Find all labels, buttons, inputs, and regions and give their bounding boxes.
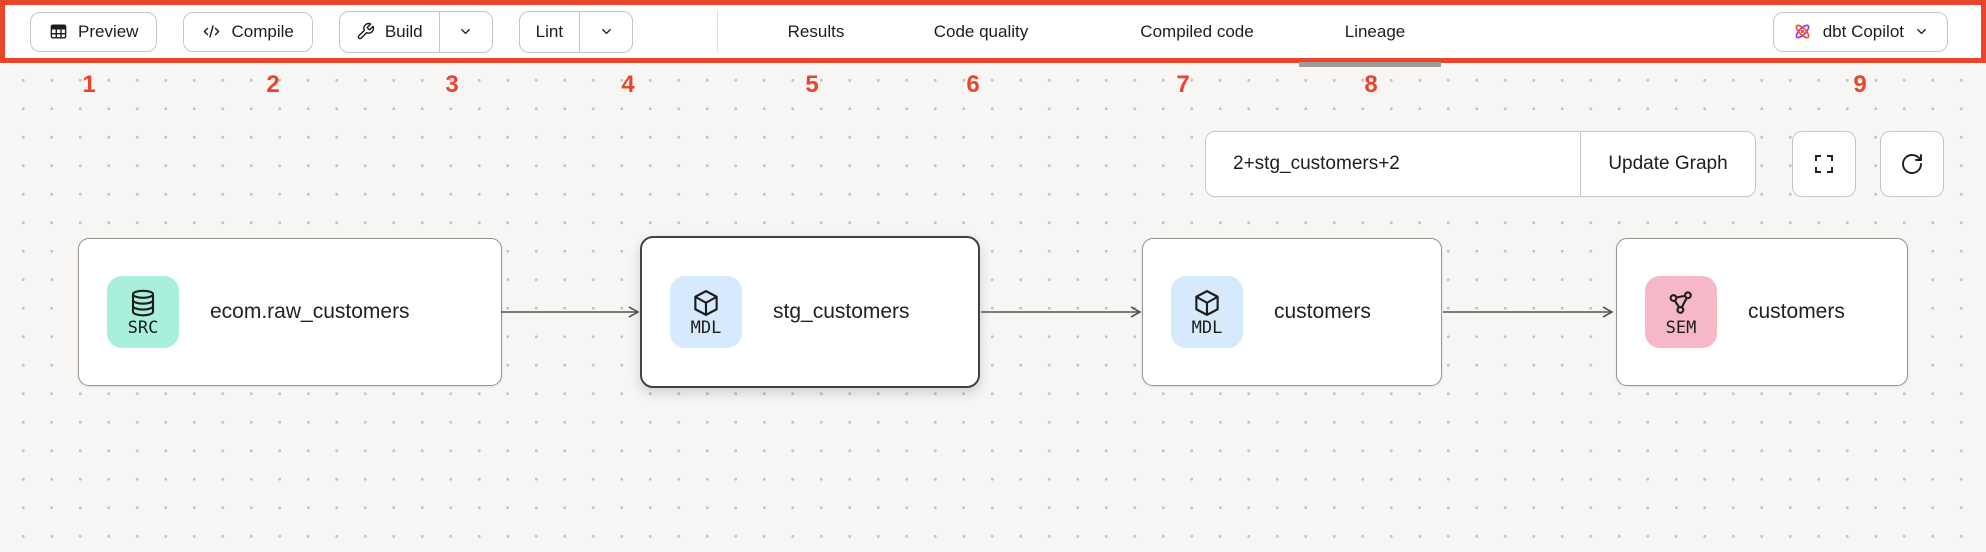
node-customers-model[interactable]: MDL customers — [1142, 238, 1442, 386]
edge-arrow-1 — [501, 306, 640, 318]
annotation-number-3: 3 — [445, 71, 459, 98]
lint-dropdown-button[interactable] — [579, 11, 632, 52]
node-title: ecom.raw_customers — [210, 300, 410, 323]
annotation-number-1: 1 — [82, 71, 96, 98]
node-title: customers — [1274, 300, 1371, 323]
dbt-logo-icon — [1792, 21, 1813, 42]
database-icon — [128, 288, 158, 318]
preview-label: Preview — [78, 21, 139, 41]
compile-button[interactable]: Compile — [183, 11, 313, 52]
lineage-selector-input[interactable]: 2+stg_customers+2 — [1233, 153, 1400, 174]
build-split-button: Build — [338, 10, 493, 53]
node-badge-label: SRC — [127, 317, 159, 338]
build-label: Build — [384, 21, 423, 41]
network-icon — [1666, 288, 1696, 318]
edge-arrow-3 — [1443, 306, 1614, 318]
preview-button[interactable]: Preview — [30, 11, 158, 52]
annotation-number-9: 9 — [1853, 71, 1867, 98]
build-button[interactable]: Build — [340, 12, 439, 52]
node-badge-mdl: MDL — [670, 276, 742, 348]
chevron-down-icon — [1914, 24, 1929, 39]
fullscreen-icon — [1812, 152, 1836, 176]
code-icon — [202, 22, 221, 41]
tab-lineage[interactable]: Lineage — [1344, 21, 1406, 41]
refresh-button[interactable] — [1880, 131, 1944, 197]
update-graph-button[interactable]: Update Graph — [1580, 132, 1755, 196]
node-ecom-raw-customers[interactable]: SRC ecom.raw_customers — [78, 238, 502, 386]
node-badge-src: SRC — [107, 276, 179, 348]
annotation-number-6: 6 — [966, 71, 980, 98]
lint-label: Lint — [535, 21, 564, 41]
node-badge-label: SEM — [1665, 317, 1697, 338]
cube-icon — [1192, 288, 1222, 318]
tab-lineage-active-indicator — [1299, 62, 1441, 67]
cube-icon — [691, 288, 721, 318]
table-icon — [49, 22, 68, 41]
annotation-number-8: 8 — [1364, 71, 1378, 98]
wrench-icon — [356, 22, 375, 41]
node-customers-semantic[interactable]: SEM customers — [1616, 238, 1908, 386]
dbt-copilot-button[interactable]: dbt Copilot — [1772, 11, 1948, 52]
edge-arrow-2 — [981, 306, 1142, 318]
node-title: customers — [1748, 300, 1845, 323]
toolbar-divider — [717, 10, 718, 53]
lint-split-button: Lint — [518, 10, 634, 53]
annotation-number-2: 2 — [266, 71, 280, 98]
tab-results[interactable]: Results — [787, 21, 845, 41]
chevron-down-icon — [599, 24, 614, 39]
tab-compiled-code[interactable]: Compiled code — [1140, 21, 1254, 41]
toolbar-buttons: Preview Compile Build — [5, 10, 634, 53]
editor-toolbar: Preview Compile Build — [0, 0, 1986, 63]
fullscreen-button[interactable] — [1792, 131, 1856, 197]
node-stg-customers[interactable]: MDL stg_customers — [640, 236, 980, 388]
node-badge-mdl: MDL — [1171, 276, 1243, 348]
annotation-number-4: 4 — [621, 71, 635, 98]
node-badge-sem: SEM — [1645, 276, 1717, 348]
tab-code-quality[interactable]: Code quality — [933, 21, 1029, 41]
lint-button[interactable]: Lint — [520, 12, 579, 52]
chevron-down-icon — [458, 24, 473, 39]
node-badge-label: MDL — [1191, 317, 1223, 338]
annotation-number-7: 7 — [1176, 71, 1190, 98]
node-title: stg_customers — [773, 300, 910, 323]
dbt-copilot-label: dbt Copilot — [1822, 21, 1904, 41]
node-badge-label: MDL — [690, 317, 722, 338]
refresh-icon — [1900, 152, 1924, 176]
lineage-selector-group: 2+stg_customers+2 Update Graph — [1205, 131, 1756, 197]
annotation-number-5: 5 — [805, 71, 819, 98]
build-dropdown-button[interactable] — [438, 11, 492, 52]
compile-label: Compile — [231, 21, 294, 41]
